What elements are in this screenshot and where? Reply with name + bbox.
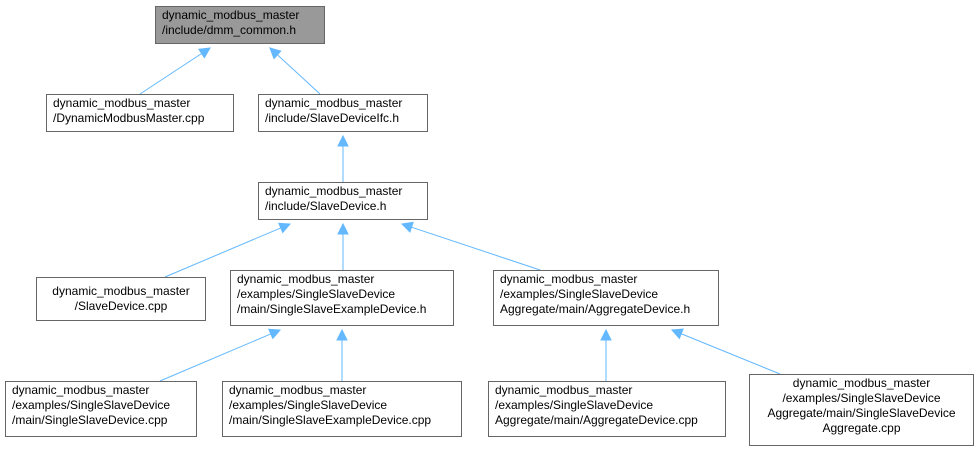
edge-arrowhead xyxy=(337,134,349,147)
edge-master_cpp-to-root xyxy=(139,53,202,95)
node-label-line: /examples/SingleSlaveDevice xyxy=(782,391,941,405)
edge-arrowhead xyxy=(600,328,612,341)
edge-arrowhead xyxy=(268,328,282,340)
node-label-line: /SlaveDevice.cpp xyxy=(74,299,168,313)
node-master-cpp[interactable]: dynamic_modbus_master/DynamicModbusMaste… xyxy=(46,94,234,132)
node-label-line: /examples/SingleSlaveDevice xyxy=(12,398,171,412)
node-label-line: dynamic_modbus_master xyxy=(229,383,367,397)
node-label-line: /DynamicModbusMaster.cpp xyxy=(53,111,205,125)
node-ifc-h[interactable]: dynamic_modbus_master/include/SlaveDevic… xyxy=(258,94,428,132)
edge-arrowhead xyxy=(336,328,348,341)
node-label-line: /main/SingleSlaveExampleDevice.cpp xyxy=(229,413,432,427)
edge-arrowhead xyxy=(670,328,684,340)
node-label-line: /include/dmm_common.h xyxy=(162,23,297,37)
edge-device_cpp-to-device_h xyxy=(164,227,281,278)
edge-arrowhead xyxy=(269,47,282,60)
node-label-line: dynamic_modbus_master xyxy=(792,376,931,390)
node-aggregate-cpp[interactable]: dynamic_modbus_master/examples/SingleSla… xyxy=(488,381,726,437)
node-label-line: /examples/SingleSlaveDevice xyxy=(229,398,388,412)
node-label-line: /main/SingleSlaveExampleDevice.h xyxy=(237,302,427,316)
edge-aggregate_single_cpp-to-aggregate_h xyxy=(681,333,781,375)
node-example-cpp[interactable]: dynamic_modbus_master/examples/SingleSla… xyxy=(222,381,462,437)
node-label-line: dynamic_modbus_master xyxy=(500,272,638,286)
node-root[interactable]: dynamic_modbus_master/include/dmm_common… xyxy=(155,6,325,44)
edge-single_cpp-to-example_h xyxy=(159,333,271,382)
node-label-line: /main/SingleSlaveDevice.cpp xyxy=(12,413,168,427)
node-label-line: dynamic_modbus_master xyxy=(52,284,190,298)
node-single-cpp[interactable]: dynamic_modbus_master/examples/SingleSla… xyxy=(5,381,197,437)
node-aggregate-h[interactable]: dynamic_modbus_master/examples/SingleSla… xyxy=(493,270,719,326)
node-label-line: /include/SlaveDeviceIfc.h xyxy=(265,111,400,125)
node-label-line: dynamic_modbus_master xyxy=(237,272,375,286)
edge-arrowhead xyxy=(198,47,211,59)
node-label-line: /examples/SingleSlaveDevice xyxy=(500,287,659,301)
node-label-line: /examples/SingleSlaveDevice xyxy=(237,287,396,301)
edge-arrowhead xyxy=(400,221,414,233)
node-label-line: dynamic_modbus_master xyxy=(265,96,403,110)
node-device-h[interactable]: dynamic_modbus_master/include/SlaveDevic… xyxy=(258,182,428,220)
edge-ifc_h-to-root xyxy=(277,54,321,95)
edge-arrowhead xyxy=(337,222,349,235)
node-label-line: Aggregate.cpp xyxy=(822,421,901,435)
edge-arrowhead xyxy=(278,222,292,234)
node-label-line: /include/SlaveDevice.h xyxy=(265,199,387,213)
node-example-h[interactable]: dynamic_modbus_master/examples/SingleSla… xyxy=(230,270,454,326)
node-label-line: Aggregate/main/AggregateDevice.cpp xyxy=(495,413,698,427)
node-label-line: Aggregate/main/SingleSlaveDevice xyxy=(767,406,956,420)
node-label-line: dynamic_modbus_master xyxy=(265,184,403,198)
node-label-line: dynamic_modbus_master xyxy=(162,8,300,22)
node-label-line: Aggregate/main/AggregateDevice.h xyxy=(500,302,691,316)
node-aggregate-single-cpp[interactable]: dynamic_modbus_master/examples/SingleSla… xyxy=(749,374,974,446)
node-label-line: dynamic_modbus_master xyxy=(12,383,150,397)
node-device-cpp[interactable]: dynamic_modbus_master/SlaveDevice.cpp xyxy=(36,277,206,321)
node-label-line: dynamic_modbus_master xyxy=(495,383,633,397)
node-label-line: dynamic_modbus_master xyxy=(53,96,191,110)
node-label-line: /examples/SingleSlaveDevice xyxy=(495,398,654,412)
edge-aggregate_h-to-device_h xyxy=(411,226,541,271)
